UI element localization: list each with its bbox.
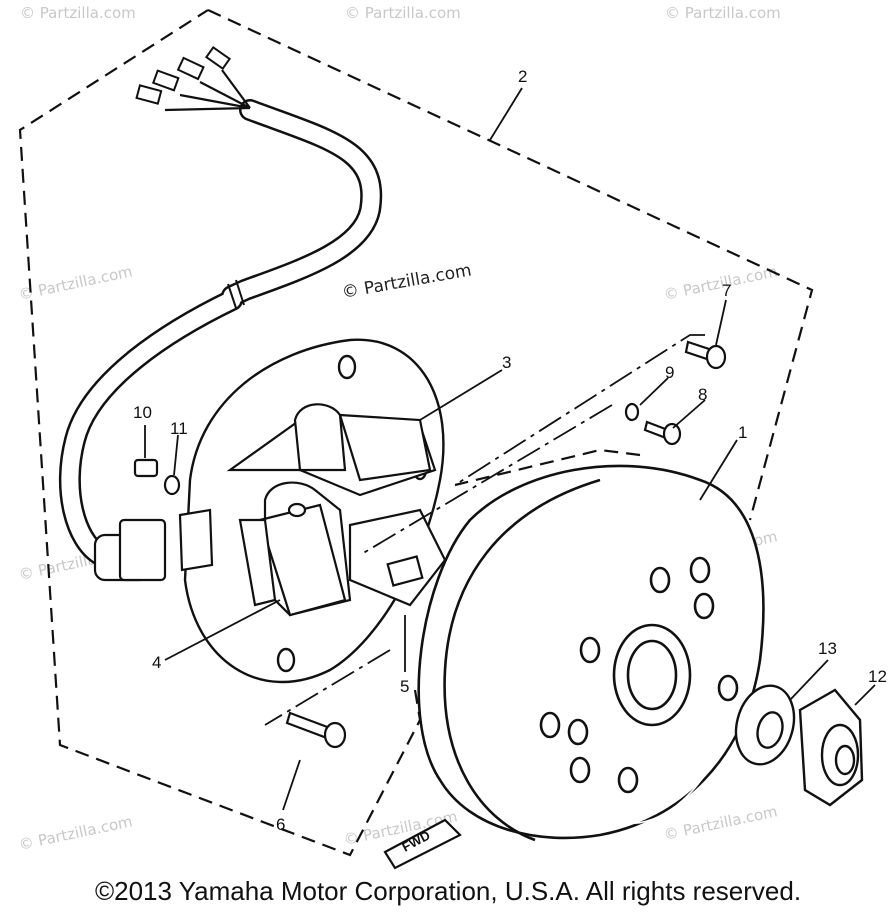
watermark-text: © Partzilla.com: [17, 812, 134, 854]
flywheel-rotor: [417, 464, 765, 842]
callout-labels: 1 2 3 4 5 6 7 8 9 10 11 12 13: [133, 67, 887, 834]
callout-3: 3: [502, 353, 511, 372]
pickup-coil: [348, 508, 447, 607]
screw: [133, 458, 159, 478]
watermark-text: © Partzilla.com: [665, 4, 781, 22]
callout-8: 8: [698, 385, 707, 404]
leader-lines: [144, 87, 876, 811]
charging-coil: [226, 403, 437, 497]
callout-12: 12: [868, 667, 887, 686]
watermark-text: © Partzilla.com: [662, 802, 779, 844]
callout-10: 10: [133, 403, 152, 422]
forward-arrow: FWD: [383, 818, 462, 870]
washer: [163, 474, 181, 496]
spring-washer: [624, 402, 640, 422]
watermark-text: © Partzilla.com: [345, 4, 461, 22]
screw: [643, 420, 682, 446]
callout-13: 13: [818, 639, 837, 658]
callout-2: 2: [518, 67, 527, 86]
watermark-text: © Partzilla.com: [662, 262, 779, 304]
screw: [285, 711, 347, 749]
callout-4: 4: [152, 653, 161, 672]
flange-nut: [798, 688, 864, 807]
wire-clamp: [178, 508, 214, 572]
watermark-text: © Partzilla.com: [20, 4, 136, 22]
callout-9: 9: [665, 363, 674, 382]
source-coil: [238, 481, 352, 617]
washer: [734, 684, 796, 766]
watermark-text: © Partzilla.com: [17, 262, 134, 304]
callout-6: 6: [276, 815, 285, 834]
callout-7: 7: [722, 281, 731, 300]
wire-harness: [58, 45, 383, 582]
screw: [684, 340, 727, 370]
callout-1: 1: [738, 423, 747, 442]
callout-11: 11: [170, 419, 188, 438]
callout-5: 5: [400, 677, 409, 696]
copyright-notice: ©2013 Yamaha Motor Corporation, U.S.A. A…: [94, 876, 802, 906]
watermark-main: © Partzilla.com: [340, 260, 473, 302]
